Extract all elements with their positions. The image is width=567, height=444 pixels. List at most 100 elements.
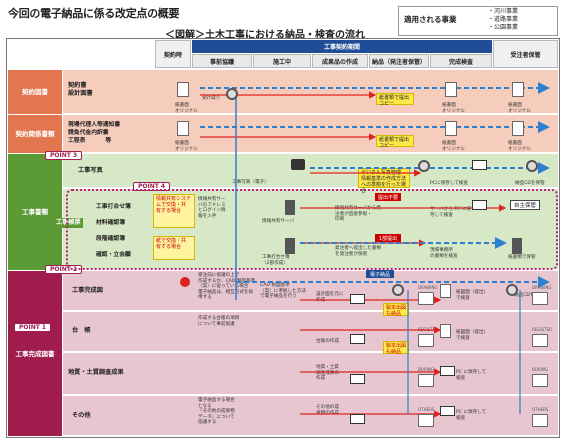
pc-save-note-1: PC に保存して 検査 xyxy=(456,370,487,381)
paper-document-icon xyxy=(445,121,457,136)
row-label-geo: 地質・土質調査成果 xyxy=(68,369,124,376)
binder-icon xyxy=(512,238,522,254)
laptop-icon xyxy=(440,366,455,376)
disc-icon xyxy=(392,284,404,296)
laptop-icon xyxy=(350,374,365,384)
diagram-frame xyxy=(6,38,560,438)
header-contract-period: 工事契約期間 xyxy=(192,40,492,53)
header-phase-deliverable: 成果品の作成 xyxy=(312,54,368,68)
info-system-exchange-box: 情報共有システ ムで交換・共 有する場合 xyxy=(153,194,195,228)
paper-document-icon xyxy=(177,82,189,97)
paper-document-icon xyxy=(512,82,524,97)
row-band-ledger xyxy=(63,312,558,352)
disc-icon xyxy=(506,284,518,296)
row-band-other xyxy=(63,396,558,436)
folder-label-others-2: OTHERS xyxy=(532,407,549,412)
paper-original-note-3: 紙書面 オリジナル xyxy=(442,103,465,114)
info-server-label: 情報共有サーバ xyxy=(262,219,295,224)
point-4-dotted-region xyxy=(66,189,558,270)
row-label-contract-item: 設計図書 xyxy=(68,90,93,97)
pc-check-label-photo: PCに保存して検査 xyxy=(430,181,468,186)
server-check-note: サーバから PC に保 存して検査 xyxy=(430,207,472,218)
category-completion-docs: 工事完成図書 xyxy=(8,271,62,436)
category-construction-docs: 工事書類 xyxy=(8,154,62,270)
row-label-board-item: 工事打合せ簿 xyxy=(96,204,131,210)
folder-label-drawing: DRAWING xyxy=(418,285,438,290)
paper-original-note-5: 紙書面 オリジナル xyxy=(508,103,531,114)
row-band-contract-related xyxy=(63,115,558,153)
other-consult-note: 電子納品する場合 となる 『その他の成果物 データ』について 協議する xyxy=(198,398,235,426)
pc-save-note-2: PC に保存して 検査 xyxy=(456,410,487,421)
header-contractor-storage: 受注者保管 xyxy=(493,40,558,68)
binder-icon xyxy=(285,238,295,254)
paper-document-icon xyxy=(445,82,457,97)
row-label-board-item: 段階確認簿 xyxy=(96,236,125,242)
info-system-exchange-text: 情報共有システ ムで交換・共 有する場合 xyxy=(156,196,192,214)
laptop-icon xyxy=(472,200,487,210)
header-phase-preconsult: 事前協議 xyxy=(192,54,252,68)
cad-delivery-box-2: 製本出図 も納品 xyxy=(383,341,409,355)
applicable-projects-box xyxy=(398,6,558,36)
submit-order-note: 発注者へ提出した書類 を発注者が保管 xyxy=(335,246,381,257)
row-label-contract-related-item: 工程表 xyxy=(68,138,86,144)
self-keep-box: 自主保管 xyxy=(510,200,540,210)
paper-copy-box-contract: 紙書類で提出 コピー xyxy=(376,93,414,107)
applicable-projects-label: 適用される事業 xyxy=(404,15,457,24)
paper-board-note: 工事打合せ簿 （2部作成） xyxy=(262,255,290,266)
row-label-contract-related-etc: 等 xyxy=(105,138,112,144)
ledger-consult-note: 作成する台帳の項目 について事前協議 xyxy=(198,316,240,327)
row-label-completion: 工事完成図 xyxy=(72,287,103,294)
page-title: 今回の電子納品に係る改定点の概要 xyxy=(8,7,180,20)
diagram-subtitle: ＜図解＞土木工事における納品・検査の流れ xyxy=(165,30,365,41)
row-label-contract-related-item: 請負代金内訳書 xyxy=(68,130,109,136)
row-label-board-item: 材料確認簿 xyxy=(96,220,125,226)
row-label-board-lines: 工事打合せ簿 材料確認簿 段階確認簿 確認・立会願 xyxy=(96,199,131,263)
row-label-contract-item: 契約書 xyxy=(68,82,87,89)
folder-icon xyxy=(532,414,548,427)
folder-label-register-2: REGISTER xyxy=(532,327,552,332)
row-label-contract-related-item: 現場代理人等通知書 xyxy=(68,122,121,128)
applicable-projects-list: ・河川事業 ・道路事業 ・公園事業 xyxy=(488,8,518,32)
folder-label-boring: BORING xyxy=(418,367,434,372)
paper-exchange-box: 紙で交換・共 有する場合 xyxy=(153,236,195,260)
point-3-badge: POINT 3 xyxy=(45,151,83,160)
elec-deliver-badge: 電子納品 xyxy=(366,270,394,278)
cad-delivery-text: 製本出図 も納品 xyxy=(386,305,407,317)
paper-document-icon xyxy=(440,284,451,298)
cad-standard-note: CAD 製図基準 （案）に準拠した方法 で電子納品を行う xyxy=(260,283,306,300)
paper-original-note-1: 紙書面 オリジナル xyxy=(175,103,198,114)
photo-electronic-label: 工事写真（電子） xyxy=(232,180,269,185)
ledger-form-note: 台帳の作成 xyxy=(316,339,339,344)
header-phase-inspection: 完成検査 xyxy=(430,54,492,68)
paper-exchange-text: 紙で交換・共 有する場合 xyxy=(156,238,187,250)
applicable-project-item: ・河川事業 xyxy=(488,8,519,15)
folder-icon xyxy=(532,374,548,387)
paper-keep-note: 紙書類で保管 xyxy=(508,255,536,260)
paper-original-note-6: 紙書面 オリジナル xyxy=(508,141,531,152)
applicable-project-item: ・公園事業 xyxy=(488,24,519,31)
disc-icon xyxy=(418,160,430,172)
cad-delivery-text: 製本出図 も納品 xyxy=(386,343,407,355)
row-band-contract xyxy=(63,70,558,114)
laptop-icon xyxy=(350,414,365,424)
paper-copy-text: 紙書類で提出 コピー xyxy=(379,137,410,149)
paper-document-icon xyxy=(512,121,524,136)
row-label-photo: 工事写真 xyxy=(78,167,103,174)
other-form-note: その他の成 果物の作成 xyxy=(316,405,339,416)
server-icon xyxy=(285,200,295,215)
disc-icon xyxy=(226,88,238,100)
row-label-contract-related: 現場代理人等通知書 請負代金内訳書 工程表 等 xyxy=(68,121,120,145)
folder-icon xyxy=(418,292,434,305)
paper-original-note-4: 紙書面 オリジナル xyxy=(442,141,465,152)
paper-copy-text: 紙書類で提出 コピー xyxy=(379,95,410,107)
header-blank xyxy=(8,40,154,68)
no-submit-badge: 提出不要 xyxy=(375,193,401,201)
row-label-contract: 契約書 設計図書 xyxy=(68,82,93,98)
disc-keep-label-photo: 納品CDを保管 xyxy=(515,181,545,186)
laptop-icon xyxy=(472,160,487,170)
paper-original-note-2: 紙書面 オリジナル xyxy=(175,141,198,152)
row-band-completion xyxy=(63,271,558,311)
cad-delivery-box-1: 製本出図 も納品 xyxy=(383,303,409,317)
seal-icon xyxy=(180,277,190,287)
